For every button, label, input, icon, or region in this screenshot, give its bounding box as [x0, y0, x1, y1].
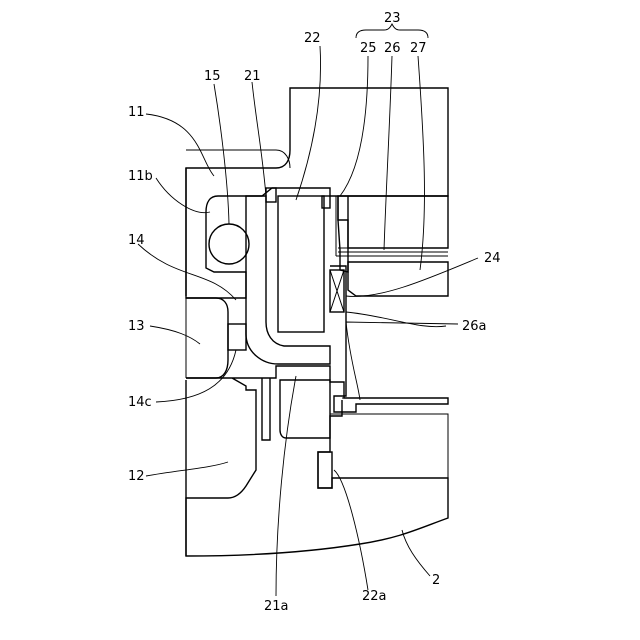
label-23: 23 — [384, 11, 401, 26]
label-21a: 21a — [264, 599, 289, 614]
housing-11 — [186, 88, 448, 298]
label-13: 13 — [128, 319, 145, 334]
seal-15 — [209, 224, 249, 264]
bracket-23 — [356, 24, 428, 38]
label-22a: 22a — [362, 589, 387, 604]
part-27 — [338, 196, 448, 296]
label-26a: 26a — [462, 319, 487, 334]
housing-12 — [186, 366, 448, 556]
label-27: 27 — [410, 41, 427, 56]
label-26: 26 — [384, 41, 401, 56]
label-14c: 14c — [128, 395, 152, 410]
piston-21 — [246, 196, 330, 364]
label-11: 11 — [128, 105, 145, 120]
label-25: 25 — [360, 41, 377, 56]
part-13 — [186, 298, 228, 378]
label-24: 24 — [484, 251, 501, 266]
label-21: 21 — [244, 69, 261, 84]
label-14: 14 — [128, 233, 145, 248]
shaft-22 — [266, 188, 330, 438]
label-15: 15 — [204, 69, 221, 84]
part-14 — [228, 324, 246, 350]
leader-lines — [138, 46, 478, 596]
label-22: 22 — [304, 31, 321, 46]
pin-22a — [318, 452, 332, 488]
reference-labels: 23 22 25 26 27 15 21 11 11b 14 24 13 26a… — [128, 11, 501, 614]
label-2: 2 — [432, 573, 440, 588]
label-11b: 11b — [128, 169, 153, 184]
label-12: 12 — [128, 469, 145, 484]
